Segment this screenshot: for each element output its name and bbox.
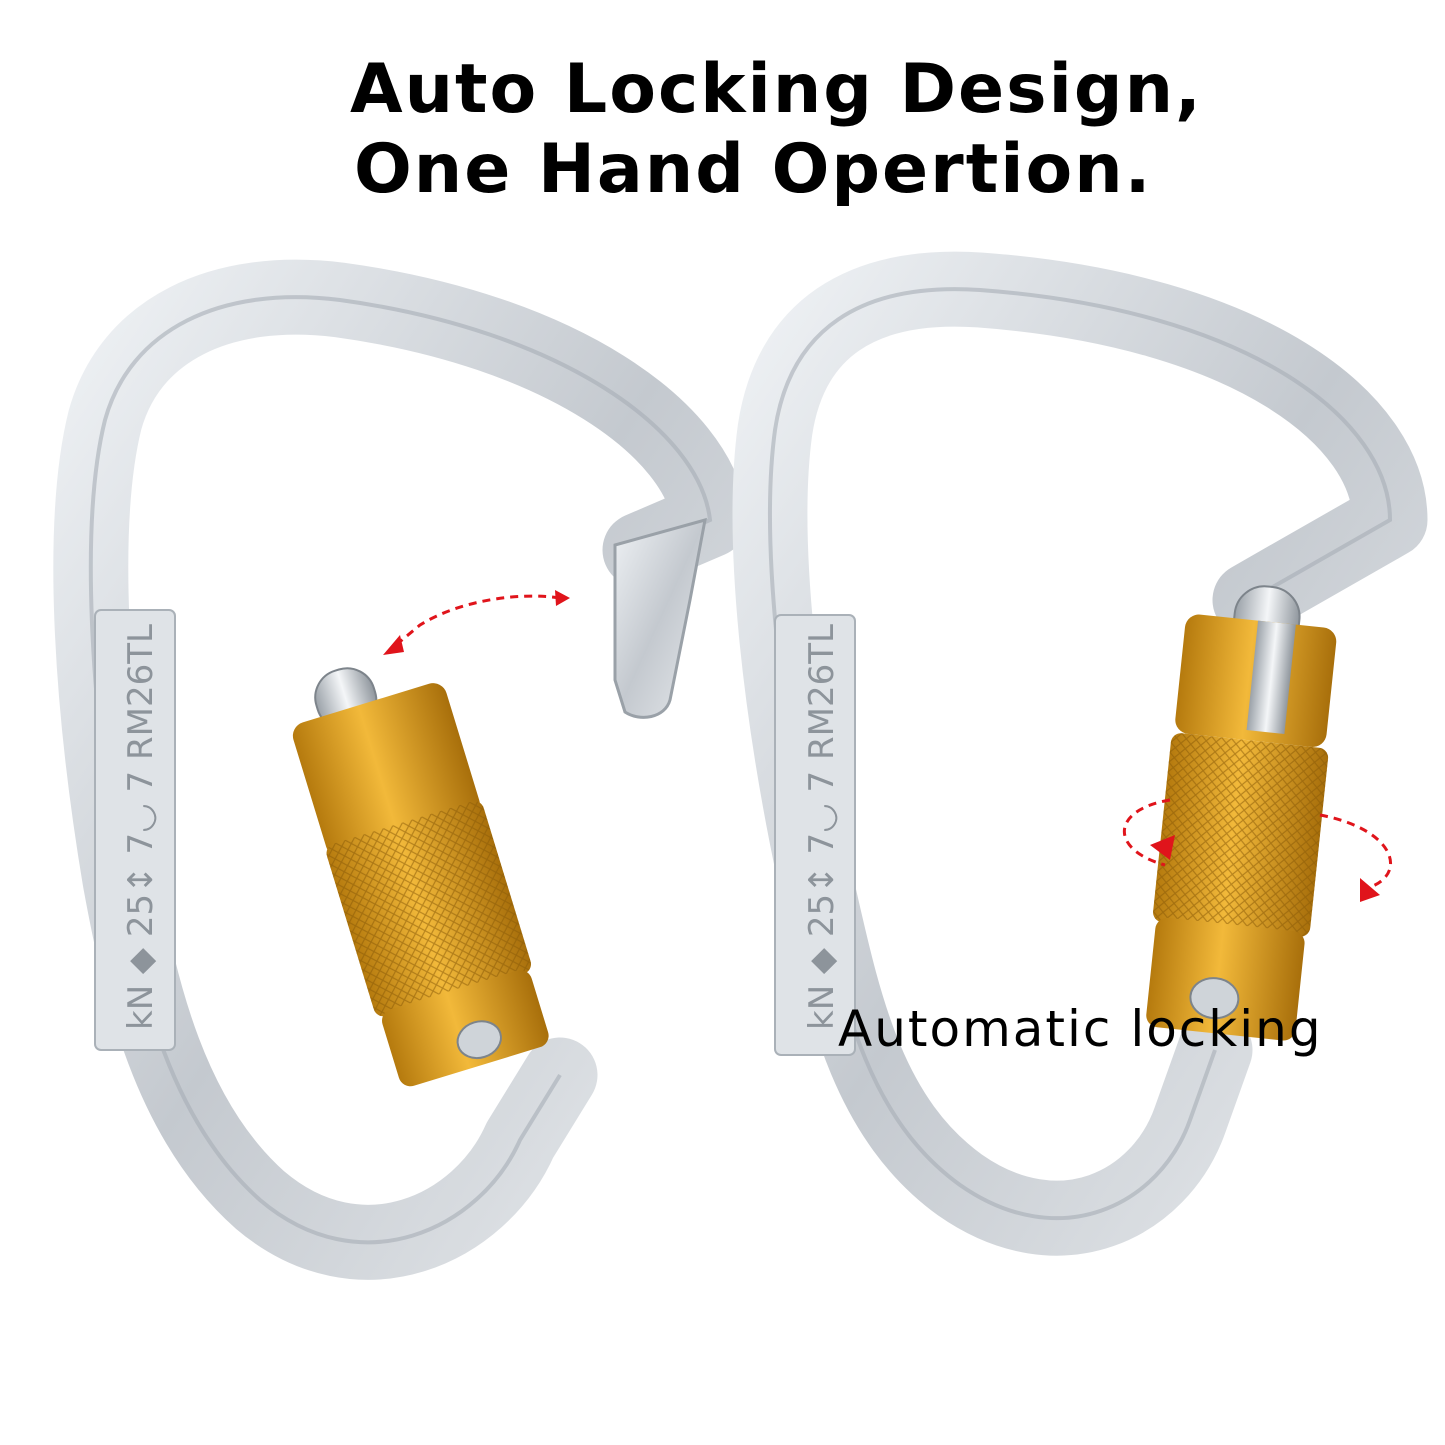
carabiner-open-gate — [292, 667, 549, 1087]
carabiner-open-engraving: kN ◆ 25↕ 7◡ 7 RM26TL — [121, 624, 161, 1030]
carabiner-locked-gate — [1146, 585, 1337, 1041]
carabiner-open: kN ◆ 25↕ 7◡ 7 RM26TL — [53, 259, 748, 1280]
headline: Auto Locking Design, One Hand Opertion. — [350, 50, 1203, 210]
headline-line-1: Auto Locking Design, — [350, 50, 1203, 129]
open-gate-arrow — [389, 594, 561, 652]
rotate-lock-arrow — [1122, 798, 1392, 892]
caption-automatic-locking: Automatic locking — [838, 1000, 1323, 1058]
carabiner-open-nose — [613, 517, 707, 719]
carabiner-locked: kN ◆ 25↕ 7◡ 7 RM26TL — [732, 251, 1428, 1256]
carabiner-locked-engraving: kN ◆ 25↕ 7◡ 7 RM26TL — [802, 624, 842, 1030]
headline-line-2: One Hand Opertion. — [354, 130, 1153, 209]
